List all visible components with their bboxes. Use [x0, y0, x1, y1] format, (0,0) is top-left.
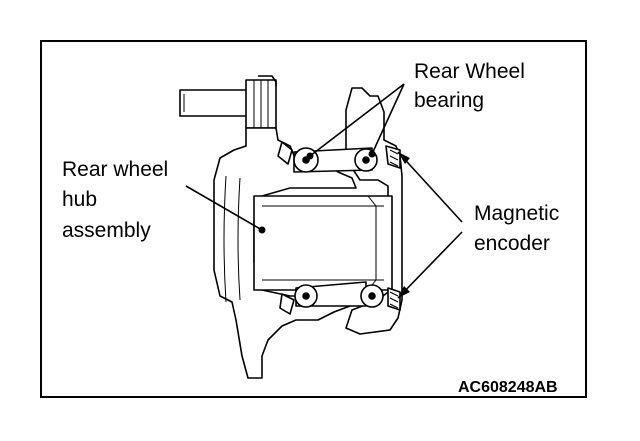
label-rear-wheel-bearing-line1: Rear Wheel — [414, 60, 525, 83]
bearing-leader-upper — [309, 83, 405, 157]
label-magnetic-encoder-line2: encoder — [474, 232, 550, 255]
label-hub-line2: hub — [62, 188, 97, 211]
lower-bearing — [279, 281, 401, 315]
hub-bore — [253, 195, 393, 291]
label-magnetic-encoder-line1: Magnetic — [474, 202, 559, 225]
hub-leader — [185, 185, 263, 231]
leader-dots — [258, 150, 376, 234]
leader-arrowheads — [398, 152, 410, 298]
label-hub-line3: assembly — [62, 219, 151, 242]
leader-lines — [185, 83, 463, 299]
figure-code: AC608248AB — [458, 379, 558, 396]
label-rear-wheel-bearing-line2: bearing — [414, 89, 484, 112]
bearing-leader-lower — [371, 83, 405, 155]
hub-assembly-drawing — [179, 75, 403, 379]
encoder-leader-upper — [397, 151, 463, 223]
encoder-leader-lower — [397, 231, 463, 299]
label-hub-line1: Rear wheel — [62, 158, 168, 181]
